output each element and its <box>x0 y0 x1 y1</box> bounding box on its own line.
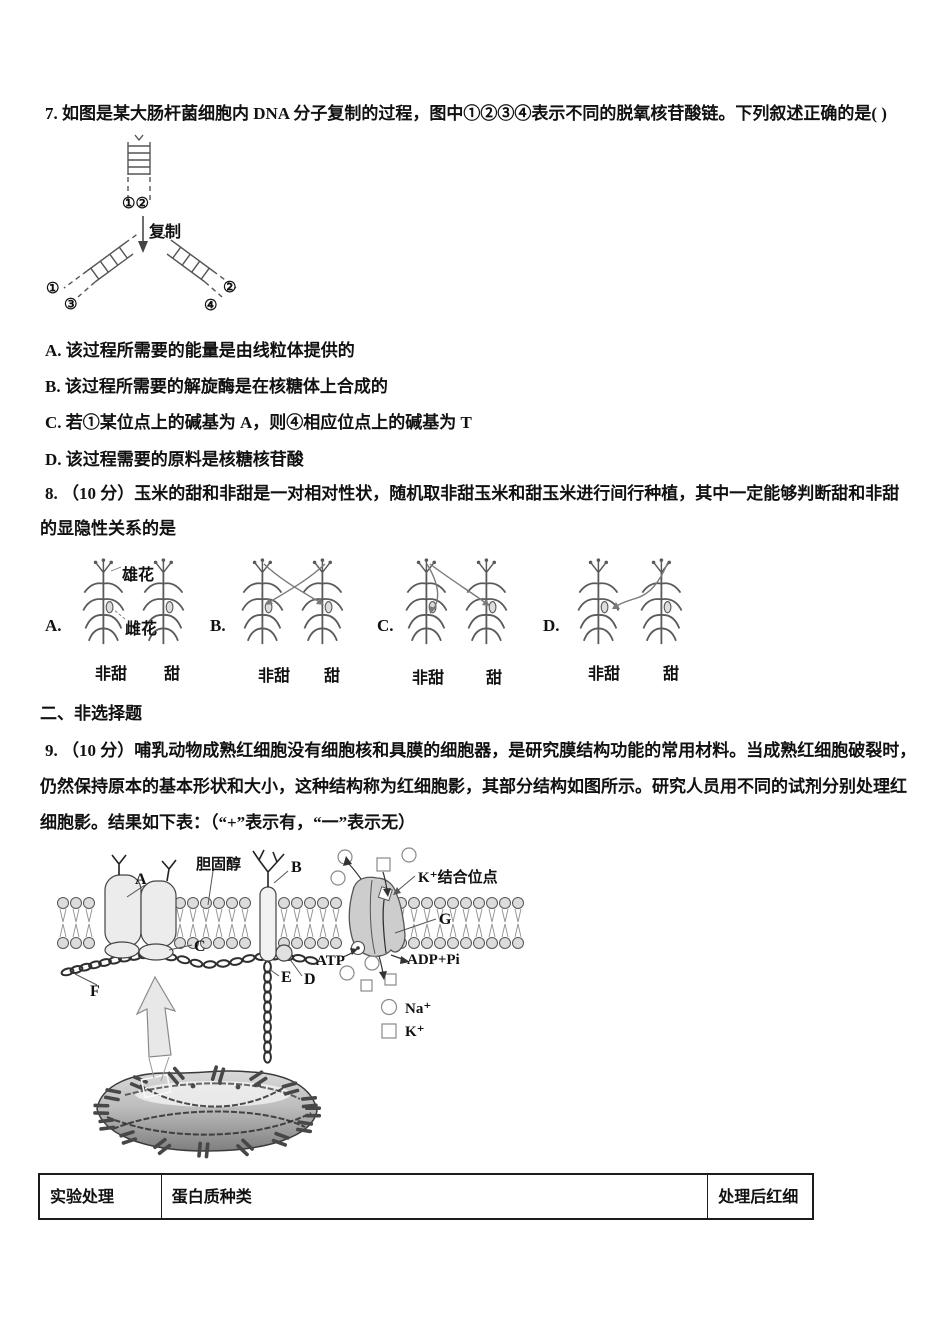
female-flower-label: 雌花 <box>125 621 158 638</box>
red-cell-ghost <box>93 1065 321 1159</box>
q8-question-line2: 的显隐性关系的是 <box>40 519 176 538</box>
ions-inside <box>339 955 397 992</box>
magnify-arrow <box>135 975 177 1082</box>
q8-option-a-key: A. <box>45 616 62 635</box>
q7-option-a: A. 该过程所需要的能量是由线粒体提供的 <box>45 341 355 360</box>
membrane-drawing <box>57 847 524 1159</box>
dna-right-template-label: ② <box>223 280 237 296</box>
q8-option-d-figure: D. 非甜 甜 <box>543 556 703 686</box>
legend-k-shape <box>381 1023 397 1039</box>
dna-process-label: 复制 <box>149 224 182 241</box>
table-header-protein-type: 蛋白质种类 <box>162 1175 709 1218</box>
table-header-after-treatment: 处理后红细 <box>718 1189 799 1206</box>
table-header-treatment: 实验处理 <box>40 1175 162 1218</box>
corn-pair-c <box>405 557 508 646</box>
result-table: 实验处理 蛋白质种类 处理后红细 <box>38 1173 814 1220</box>
corn-pair-d <box>577 557 683 646</box>
q7-question-text: 7. 如图是某大肠杆菌细胞内 DNA 分子复制的过程，图中①②③④表示不同的脱氧… <box>45 104 887 123</box>
q8-c-right-label: 甜 <box>486 670 503 687</box>
q8-a-right-label: 甜 <box>164 666 181 683</box>
q8-option-c-figure: C. 非甜 甜 <box>377 556 527 687</box>
dna-right-new-label: ④ <box>204 298 218 314</box>
pump-protein-g <box>348 876 406 957</box>
q8-a-left-label: 非甜 <box>95 666 128 683</box>
q8-option-a-figure: A. 雄花 雌花 非甜 甜 <box>45 556 210 686</box>
membrane-label-d: D <box>304 971 316 988</box>
dna-parent-strand-labels: ①② <box>122 196 149 212</box>
q7-option-c: C. 若①某位点上的碱基为 A，则④相应位点上的碱基为 T <box>45 413 472 432</box>
protein-c <box>104 941 174 961</box>
q7-option-b: B. 该过程所需要的解旋酶是在核糖体上合成的 <box>45 377 388 396</box>
q8-question-line1: 8. （10 分）玉米的甜和非甜是一对相对性状，随机取非甜玉米和甜玉米进行间行种… <box>45 484 900 503</box>
q8-c-left-label: 非甜 <box>412 670 445 687</box>
legend-na-shape <box>380 998 398 1016</box>
membrane-label-f: F <box>90 983 100 1000</box>
q8-b-left-label: 非甜 <box>258 668 291 685</box>
q8-d-left-label: 非甜 <box>588 666 621 683</box>
male-flower-label: 雄花 <box>122 567 155 584</box>
dna-left-new-label: ③ <box>64 297 78 313</box>
q9-line2: 仍然保持原本的基本形状和大小，这种结构称为红细胞影，其部分结构如图所示。研究人员… <box>40 777 907 796</box>
q7-option-d: D. 该过程需要的原料是核糖核苷酸 <box>45 450 304 469</box>
dna-replication-diagram: ①② 复制 ① ③ ② ④ <box>40 130 260 335</box>
membrane-label-b: B <box>291 859 302 876</box>
q8-option-b-key: B. <box>210 616 226 635</box>
anchor-chain <box>263 960 272 1064</box>
carbohydrate-tree <box>252 849 285 887</box>
membrane-label-e: E <box>281 969 292 986</box>
membrane-label-c: C <box>194 938 206 955</box>
q9-line3: 细胞影。结果如下表：（“+”表示有，“一”表示无） <box>40 813 416 832</box>
protein-d <box>275 944 293 962</box>
legend-na-label: Na⁺ <box>405 1001 432 1017</box>
q8-b-right-label: 甜 <box>324 668 341 685</box>
protein-a <box>104 874 177 948</box>
dna-left-template-label: ① <box>46 281 60 297</box>
legend-k-label: K⁺ <box>405 1024 425 1040</box>
adp-label: ADP+Pi <box>407 952 460 968</box>
membrane-label-a: A <box>135 871 147 888</box>
section2-title: 二、非选择题 <box>40 704 142 723</box>
q8-option-c-key: C. <box>377 616 394 635</box>
atp-label: ATP <box>316 953 345 969</box>
dna-diagram-drawing <box>63 134 237 298</box>
corn-pair-a <box>82 557 185 646</box>
corn-pair-b <box>241 557 344 646</box>
protein-b <box>259 886 277 962</box>
q8-d-right-label: 甜 <box>663 666 680 683</box>
membrane-label-g: G <box>439 911 452 928</box>
q8-option-b-figure: B. 非甜 甜 <box>210 556 360 686</box>
lipid-bilayer <box>57 897 524 949</box>
glycophorin-antennas <box>111 854 177 882</box>
q9-line1: 9. （10 分）哺乳动物成熟红细胞没有细胞核和具膜的细胞器，是研究膜结构功能的… <box>45 741 917 760</box>
membrane-figure: A 胆固醇 B K⁺结合位点 G C ATP ADP+Pi E D F Na⁺ … <box>55 845 530 1167</box>
cholesterol-label: 胆固醇 <box>196 857 242 873</box>
q8-option-d-key: D. <box>543 616 560 635</box>
k-binding-site-label: K⁺结合位点 <box>418 870 498 886</box>
